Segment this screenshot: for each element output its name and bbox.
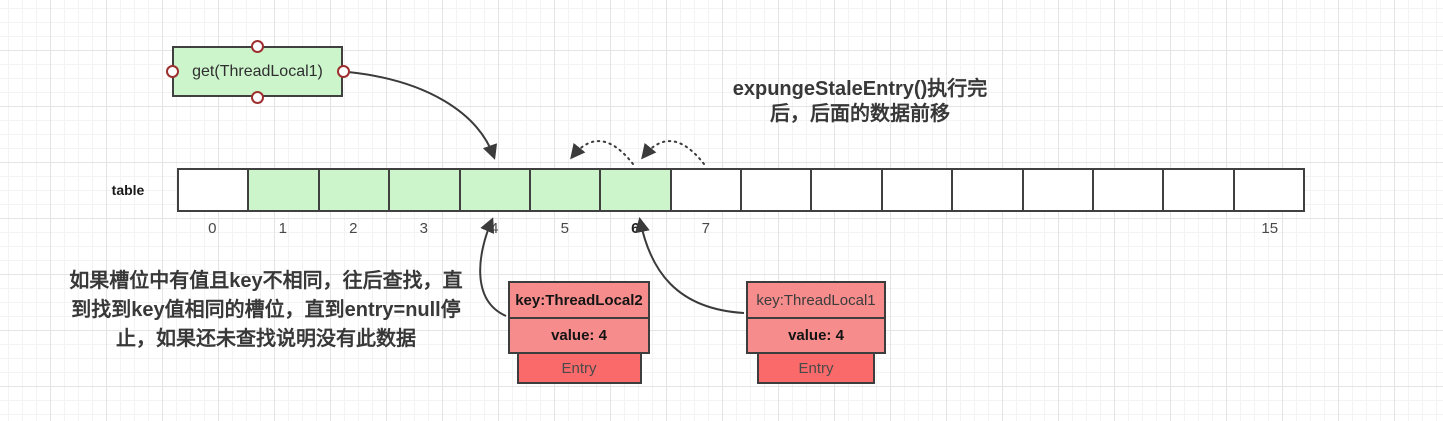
- table-cell-13[interactable]: [1091, 168, 1165, 212]
- index-label-5: 5: [560, 220, 569, 237]
- table-cell-3[interactable]: [388, 168, 461, 212]
- index-label-13: [1094, 220, 1165, 237]
- entry-value-box[interactable]: value: 4: [746, 317, 886, 354]
- table-cell-10[interactable]: [880, 168, 954, 212]
- table-cell-2[interactable]: [317, 168, 391, 212]
- selection-handle-top[interactable]: [251, 39, 264, 53]
- table-cell-4[interactable]: [458, 168, 531, 212]
- title-annotation: expungeStaleEntry()执行完 后，后面的数据前移: [620, 77, 1100, 127]
- index-label-1: 1: [278, 220, 287, 237]
- index-label-7: 7: [701, 220, 710, 237]
- title-line-2: 后，后面的数据前移: [770, 103, 950, 125]
- index-label-3: 3: [419, 220, 428, 237]
- table-cell-7[interactable]: [669, 168, 742, 212]
- table-cell-9[interactable]: [810, 168, 883, 212]
- dotted-shift-arrow-slot6-to-slot5[interactable]: [570, 140, 634, 165]
- index-label-8: [741, 220, 812, 237]
- table-cell-11[interactable]: [951, 168, 1024, 212]
- index-label-11: [953, 220, 1024, 237]
- index-label-9: [812, 220, 883, 237]
- table-cell-14[interactable]: [1162, 168, 1235, 212]
- table-cell-8[interactable]: [740, 168, 813, 212]
- arrow-get-to-slot4[interactable]: [347, 71, 498, 160]
- table-cell-12[interactable]: [1021, 168, 1094, 212]
- table-cell-5[interactable]: [528, 168, 602, 212]
- index-label-14: [1164, 220, 1235, 237]
- index-label-15: 15: [1261, 220, 1279, 237]
- index-label-0: 0: [208, 220, 217, 237]
- entry-struct-threadlocal2[interactable]: key:ThreadLocal2 value: 4 Entry: [508, 281, 650, 384]
- note-line-2: 到找到key值相同的槽位，直到entry=null停: [71, 299, 461, 321]
- entry-key-box[interactable]: key:ThreadLocal2: [508, 281, 650, 319]
- index-label-10: [882, 220, 953, 237]
- table-cell-0[interactable]: [177, 168, 250, 212]
- get-box-label: get(ThreadLocal1): [192, 62, 323, 80]
- selection-handle-left[interactable]: [165, 65, 179, 78]
- table-label: table: [111, 182, 145, 198]
- table-cell-6[interactable]: [599, 168, 672, 212]
- table-index-row: 0 1 2 3 4 5 6 7 15: [177, 220, 1305, 237]
- get-threadlocal1-box[interactable]: get(ThreadLocal1): [172, 46, 343, 97]
- note-line-3: 止，如果还未查找说明没有此数据: [116, 328, 416, 350]
- table-array: [177, 168, 1305, 212]
- entry-tag-box[interactable]: Entry: [516, 352, 642, 384]
- index-label-4: 4: [490, 220, 499, 237]
- selection-handle-right[interactable]: [336, 65, 350, 78]
- note-line-1: 如果槽位中有值且key不相同，往后查找，直: [69, 270, 463, 292]
- index-label-2: 2: [349, 220, 358, 237]
- title-line-1: expungeStaleEntry()执行完: [732, 78, 988, 100]
- table-cell-1[interactable]: [247, 168, 320, 212]
- note-annotation: 如果槽位中有值且key不相同，往后查找，直 到找到key值相同的槽位，直到ent…: [26, 267, 506, 354]
- index-label-12: [1023, 220, 1094, 237]
- entry-tag-box[interactable]: Entry: [757, 352, 875, 384]
- entry-value-box[interactable]: value: 4: [508, 317, 650, 354]
- entry-struct-threadlocal1[interactable]: key:ThreadLocal1 value: 4 Entry: [746, 281, 886, 384]
- entry-key-box[interactable]: key:ThreadLocal1: [746, 281, 886, 319]
- selection-handle-bottom[interactable]: [251, 90, 264, 104]
- dotted-shift-arrow-slot7-to-slot6[interactable]: [641, 140, 705, 165]
- index-label-6: 6: [631, 220, 640, 237]
- table-cell-15[interactable]: [1232, 168, 1305, 212]
